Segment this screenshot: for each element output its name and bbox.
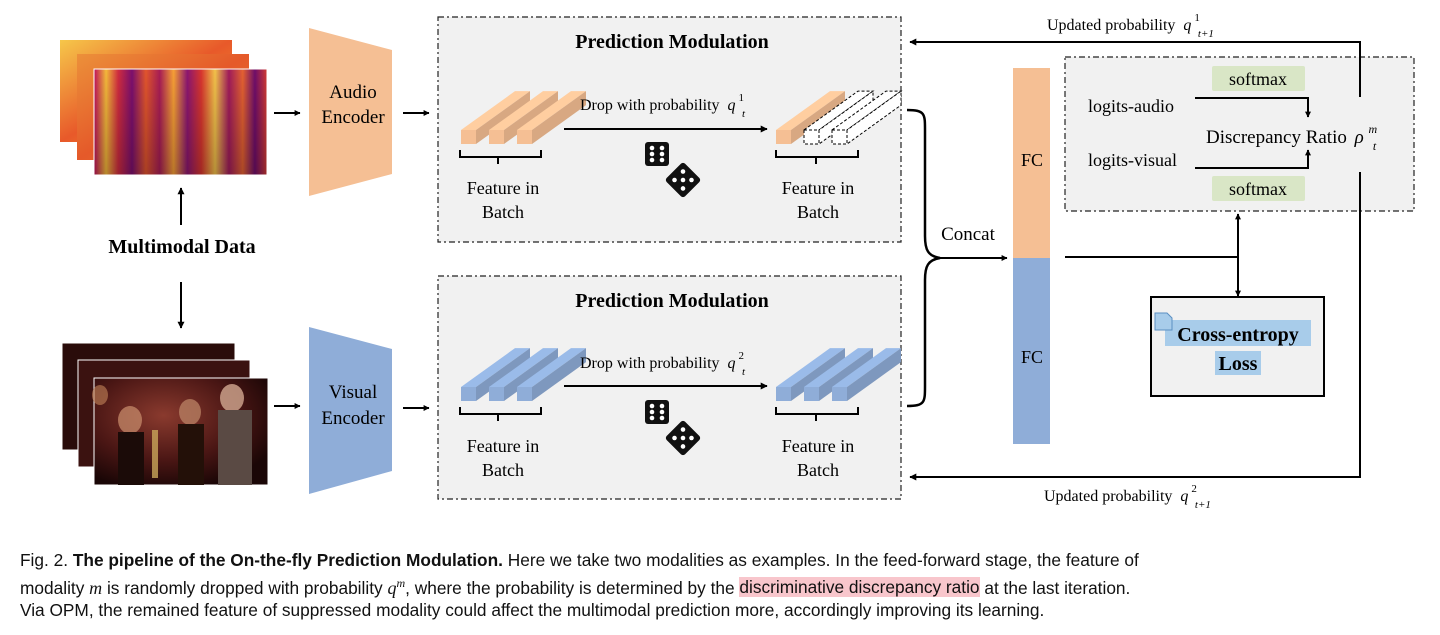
dice-icon-bottom <box>645 400 701 456</box>
visual-frame-stack <box>61 342 269 486</box>
softmax-bottom-label: softmax <box>1229 179 1287 199</box>
logits-visual-label: logits-visual <box>1088 150 1177 170</box>
feature-out-label-bottom-2: Batch <box>797 460 839 480</box>
brace-bottom-in <box>459 407 542 421</box>
audio-encoder-label-line2: Encoder <box>321 107 385 128</box>
logits-audio-label: logits-audio <box>1088 96 1174 116</box>
audio-spectrogram-stack <box>60 40 268 176</box>
brace-bottom-out <box>775 407 859 421</box>
prediction-modulation-bottom: Prediction Modulation Feature in Batch D… <box>437 275 902 500</box>
audio-encoder-label-line1: Audio <box>329 82 377 103</box>
fc-layer: FC FC <box>1013 68 1050 444</box>
prediction-modulation-top: Prediction Modulation Feature in Batch D… <box>437 16 903 243</box>
concat-brace <box>906 108 941 408</box>
caption-title: The pipeline of the On-the-fly Predictio… <box>72 550 503 570</box>
discrepancy-ratio-module: softmax softmax logits-audio logits-visu… <box>1064 56 1415 212</box>
caption-fig-label: Fig. 2. <box>20 550 69 570</box>
caption-text-2a: modality <box>20 577 90 598</box>
updated-probability-bottom: Updated probability q 2 t+1 <box>1044 479 1211 511</box>
feature-bars-audio-in <box>461 91 586 144</box>
feature-bar <box>517 91 586 144</box>
caption-text-2c: , where the probability is determined by… <box>405 577 740 598</box>
multimodal-data-label: Multimodal Data <box>108 236 255 258</box>
feature-in-label-bottom-1: Feature in <box>467 436 539 456</box>
discrepancy-ratio-label: Discrepancy Ratio ρ m t <box>1206 117 1382 153</box>
softmax-top-box <box>1212 66 1305 91</box>
visual-encoder: Visual Encoder <box>309 327 392 494</box>
feedback-arrow-top <box>909 38 1361 97</box>
caption-text-1: Here we take two modalities as examples.… <box>502 550 1139 570</box>
softmax-bottom-box <box>1212 176 1305 201</box>
caption-line-1: Fig. 2. The pipeline of the On-the-fly P… <box>20 549 1430 572</box>
fc-label-top: FC <box>1021 150 1043 170</box>
fc-label-bottom: FC <box>1021 347 1043 367</box>
caption-highlight[interactable]: discriminative discrepancy ratio <box>739 577 980 598</box>
feature-in-label-bottom-2: Batch <box>482 460 524 480</box>
modulation-title-bottom: Prediction Modulation <box>575 290 769 312</box>
dice-icon-top <box>645 142 701 198</box>
visual-encoder-label-line2: Encoder <box>321 408 385 429</box>
caption-text-2d: at the last iteration. <box>979 577 1131 598</box>
cross-entropy-loss: Cross-entropy Loss <box>1150 296 1325 397</box>
caption-text-2b: is randomly dropped with probability <box>102 577 388 598</box>
figure-caption: Fig. 2. The pipeline of the On-the-fly P… <box>20 549 1430 621</box>
brace-top-in <box>459 150 542 164</box>
caption-math-q: q <box>387 577 397 598</box>
feature-bar <box>832 348 901 401</box>
concat-label: Concat <box>941 224 996 245</box>
feedback-arrow-bottom <box>909 172 1361 481</box>
feature-in-label-top-1: Feature in <box>467 178 539 198</box>
caption-line-3: Via OPM, the remained feature of suppres… <box>20 599 1045 620</box>
updated-probability-top: Updated probability q 1 t+1 <box>1047 8 1214 40</box>
arrow-fc-to-loss <box>1065 256 1241 297</box>
drop-label-top: Drop with probability q 1 t <box>580 88 748 120</box>
feature-out-label-bottom-1: Feature in <box>782 436 854 456</box>
feature-bars-audio-out <box>776 90 903 145</box>
softmax-top-label: softmax <box>1229 69 1287 89</box>
feature-in-label-top-2: Batch <box>482 202 524 222</box>
feature-out-label-top-1: Feature in <box>782 178 854 198</box>
modulation-title-top: Prediction Modulation <box>575 31 769 53</box>
caption-math-m: m <box>89 577 103 598</box>
arrow-audio-to-ratio <box>1195 97 1311 118</box>
caption-math-q-sup: m <box>396 575 406 590</box>
brace-top-out <box>775 150 859 164</box>
audio-encoder: Audio Encoder <box>309 28 392 196</box>
visual-encoder-label-line1: Visual <box>329 382 377 403</box>
feature-bars-visual-in <box>461 348 586 401</box>
feature-bar <box>830 90 903 145</box>
arrow-visual-to-ratio <box>1195 149 1311 169</box>
note-icon <box>1154 312 1173 331</box>
loss-label-line2: Loss <box>1219 353 1258 375</box>
pipeline-diagram: Multimodal Data Audio Encoder Visual Enc… <box>60 8 1415 511</box>
feature-bars-visual-out <box>776 348 901 401</box>
loss-label-line1: Cross-entropy <box>1177 324 1298 346</box>
drop-label-bottom: Drop with probability q 2 t <box>580 346 748 378</box>
feature-out-label-top-2: Batch <box>797 202 839 222</box>
caption-line-2: modality m is randomly dropped with prob… <box>20 572 1430 599</box>
feature-bar <box>517 348 586 401</box>
